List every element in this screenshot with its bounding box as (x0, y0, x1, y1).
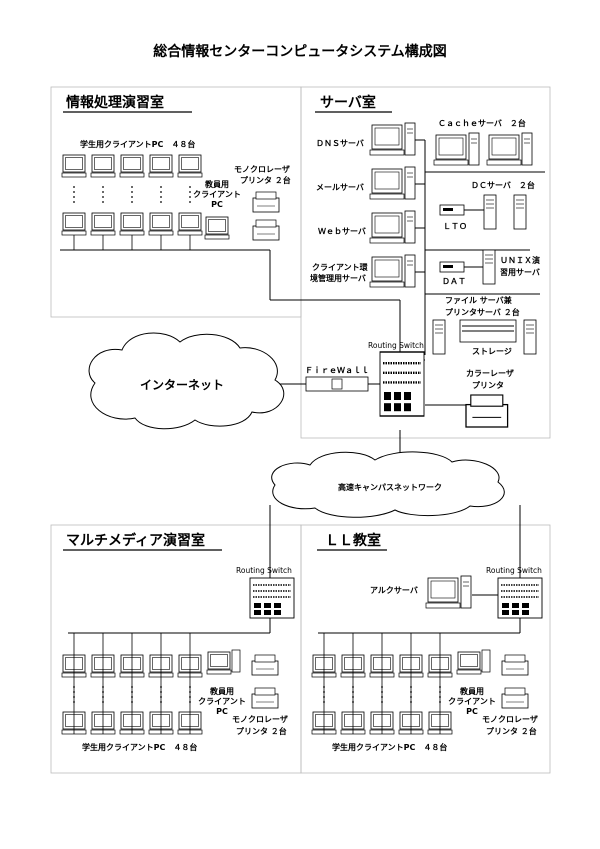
campus-network-label: 高速キャンパスネットワーク (338, 482, 442, 492)
mono-printer-mm-1 (251, 654, 279, 676)
student-pc-group-top (61, 154, 203, 250)
fileserver-label-1: ファイル サーバ兼 (445, 295, 513, 305)
routing-switch-ll-label: Routing Switch (486, 566, 542, 575)
routing-switch-label: Routing Switch (368, 341, 424, 350)
internet-label: インターネット (140, 378, 224, 392)
web-server-label: Ｗｅｂサーバ (318, 226, 366, 236)
routing-switch-ll (497, 577, 543, 619)
cache-server-label: Ｃａｃｈｅサーバ ２台 (438, 118, 526, 128)
server-room (300, 86, 551, 439)
campus-network-cloud (271, 451, 505, 518)
client-mgmt-label-2: 境管理用サーバ (310, 273, 366, 283)
mono-printer-mm-2 (251, 687, 279, 709)
arc-server (425, 575, 472, 609)
routing-switch-mm-label: Routing Switch (236, 566, 292, 575)
diagram-title: 総合情報センターコンピュータシステム構成図 (153, 43, 447, 60)
client-mgmt-label-1: クライアント環 (312, 262, 369, 272)
mono-printer-top-1 (252, 191, 280, 213)
student-pc-2-4 (148, 212, 174, 236)
student-pc-group-mm (61, 633, 203, 735)
color-printer-label-1: カラーレーザ (466, 369, 514, 378)
teacher-pc-mm-label-2: クライアント (198, 696, 246, 706)
unix-server-label-1: ＵＮＩＸ演 (500, 255, 540, 265)
student-pc-label-top: 学生用クライアントPC ４８台 (80, 139, 195, 149)
unix-server-label-2: 習用サーバ (500, 268, 540, 277)
cache-server-1 (433, 132, 480, 166)
mail-server (369, 166, 416, 200)
arc-server-label: アルクサーバ (370, 585, 418, 595)
dns-server (369, 122, 416, 156)
dc-server-2 (513, 194, 527, 230)
dns-server-label: ＤＮＳサーバ (316, 139, 364, 148)
color-printer-label-2: プリンタ (472, 380, 504, 390)
dat-label: ＤＡＴ (442, 277, 466, 286)
teacher-pc-label-top-2: クライアント (193, 189, 241, 199)
student-pc-2-3 (119, 212, 145, 236)
student-pc-1-4 (148, 154, 174, 178)
server-room-title: サーバ室 (320, 94, 376, 111)
dc-server-1 (483, 194, 497, 230)
student-pc-1-2 (90, 154, 116, 178)
dc-server-label: ＤＣサーバ ２台 (471, 180, 535, 190)
multimedia-lab-title: マルチメディア演習室 (66, 532, 205, 549)
teacher-pc-ll (456, 651, 482, 675)
internet-cloud (88, 332, 285, 430)
student-pc-2-1 (61, 212, 87, 236)
mono-printer-mm-label-2: プリンタ ２台 (236, 726, 287, 736)
student-pc-2-5 (177, 212, 203, 236)
student-pc-ll-label: 学生用クライアントPC ４８台 (332, 742, 447, 752)
teacher-pc-ll-label-1: 教員用 (459, 686, 484, 696)
fileserver-label-2: プリンタサーバ ２台 (445, 307, 520, 317)
teacher-pc-top (204, 216, 230, 240)
mono-printer-top-2 (252, 219, 280, 241)
mono-printer-label-top-2: プリンタ ２台 (240, 175, 291, 185)
student-pc-1-5 (177, 154, 203, 178)
lto-label: ＬＴＯ (443, 222, 467, 231)
dat-device (439, 261, 465, 273)
teacher-pc-label-top-1: 教員用 (204, 179, 229, 189)
mono-printer-mm-label-1: モノクロレーザ (232, 714, 288, 724)
unix-server (482, 249, 496, 285)
client-mgmt-server (369, 254, 416, 288)
student-pc-mm-label: 学生用クライアントPC ４８台 (82, 742, 197, 752)
mono-printer-ll-label-1: モノクロレーザ (482, 714, 538, 724)
teacher-pc-mm (206, 651, 232, 675)
info-lab-title: 情報処理演習室 (66, 94, 164, 111)
mono-printer-ll-2 (501, 687, 529, 709)
student-pc-2-2 (90, 212, 116, 236)
routing-switch-mm (249, 577, 295, 619)
mail-server-label: メールサーバ (316, 183, 364, 192)
storage-label: ストレージ (472, 347, 512, 356)
fileserver-1 (432, 319, 446, 355)
teacher-pc-ll-label-2: クライアント (448, 696, 496, 706)
student-pc-group-ll (311, 633, 453, 735)
cache-server-2 (486, 132, 533, 166)
teacher-pc-ll-label-3: PC (466, 707, 478, 716)
teacher-pc-mm-label-3: PC (216, 707, 228, 716)
lto-device (439, 204, 465, 216)
teacher-pc-mm-label-1: 教員用 (209, 686, 234, 696)
color-printer (465, 394, 509, 428)
student-pc-1-3 (119, 154, 145, 178)
mono-printer-ll-label-2: プリンタ ２台 (486, 726, 537, 736)
teacher-pc-label-top-3: PC (211, 200, 223, 209)
student-pc-1-1 (61, 154, 87, 178)
fileserver-2 (523, 319, 537, 355)
ll-room (300, 524, 551, 774)
mono-printer-ll-1 (501, 654, 529, 676)
routing-switch-core (378, 350, 426, 418)
firewall-label: ＦｉｒｅＷａｌｌ (305, 365, 369, 375)
web-server (369, 210, 416, 244)
mono-printer-label-top-1: モノクロレーザ (234, 164, 290, 174)
ll-room-title: ＬＬ教室 (325, 532, 381, 549)
